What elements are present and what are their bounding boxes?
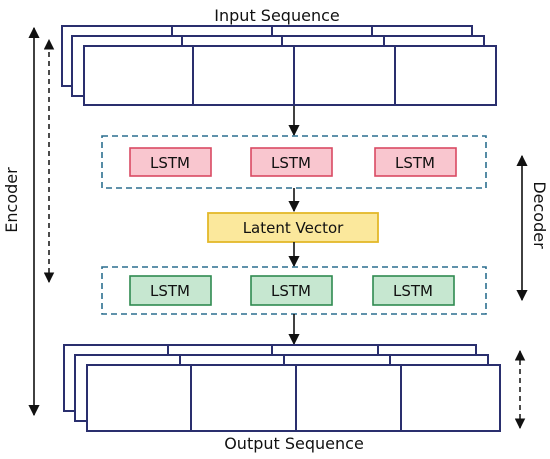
encoder-lstm-box (374, 147, 457, 177)
encoder-lstm-label: LSTM (150, 154, 190, 172)
decoder-lstm-box (129, 275, 212, 306)
encoder-lstm-box (129, 147, 212, 177)
decoder-lstm-label: LSTM (271, 282, 311, 300)
output-sequence-stack (63, 344, 501, 432)
encoder-lstm-label: LSTM (395, 154, 435, 172)
input-stack-layer-front (83, 45, 497, 106)
encoder-group (101, 135, 487, 189)
latent-vector-label: Latent Vector (243, 219, 344, 237)
encoder-lstm-box (250, 147, 333, 177)
decoder-lstm-box (372, 275, 455, 306)
encoder-lstm-label: LSTM (271, 154, 311, 172)
output-stack-layer-front (86, 364, 501, 432)
decoder-lstm-label: LSTM (393, 282, 433, 300)
input-sequence-title: Input Sequence (214, 6, 339, 25)
latent-vector-box (207, 212, 379, 243)
encoder-side-label: Encoder (2, 167, 21, 233)
output-sequence-title: Output Sequence (224, 434, 364, 453)
encoder-lstm-cells: LSTM LSTM LSTM (129, 147, 457, 177)
decoder-side-label: Decoder (530, 181, 549, 249)
decoder-lstm-box (250, 275, 333, 306)
input-sequence-stack (61, 25, 497, 106)
decoder-lstm-label: LSTM (150, 282, 190, 300)
decoder-lstm-cells: LSTM LSTM LSTM (129, 275, 455, 306)
